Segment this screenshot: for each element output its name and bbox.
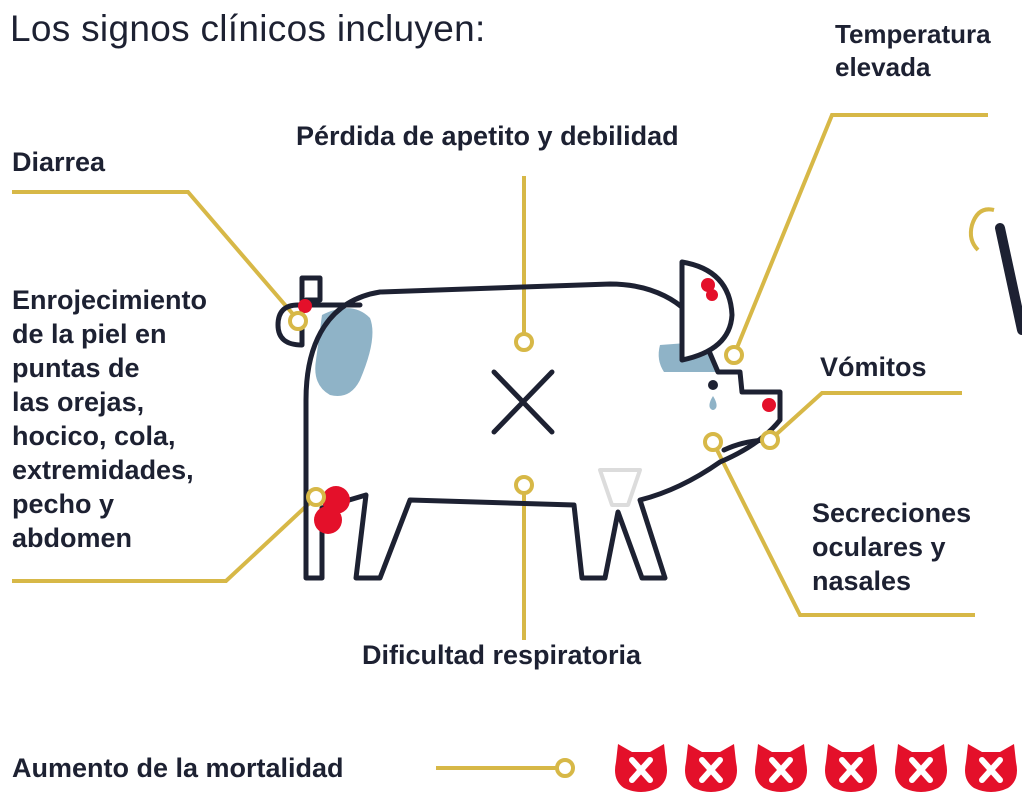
pig-eye: [708, 380, 718, 390]
skin-spot: [315, 308, 373, 396]
label-skin: Enrojecimiento de la piel en puntas de l…: [12, 285, 208, 553]
dead-pig-icon: [685, 744, 737, 792]
pin-breathing: [514, 475, 534, 495]
pin-appetite: [514, 332, 534, 352]
leader-line-diarrhea: [12, 190, 300, 322]
pin-secretions: [703, 432, 723, 452]
label-mortality: Aumento de la mortalidad: [12, 753, 344, 783]
lesions: [298, 278, 776, 534]
pin-vomiting: [760, 430, 780, 450]
x-mark-icon: [491, 369, 555, 435]
tear-drop-icon: [709, 396, 717, 410]
label-fever: Temperatura elevada: [835, 19, 991, 82]
label-appetite: Pérdida de apetito y debilidad: [296, 121, 679, 151]
thermometer-icon: [995, 223, 1022, 335]
snout-lesion: [762, 398, 776, 412]
pin-fever: [724, 345, 744, 365]
dead-pig-icon: [615, 744, 667, 792]
dead-pig-icon: [825, 744, 877, 792]
pig-figure: [275, 259, 783, 581]
label-secretions: Secreciones oculares y nasales: [812, 498, 972, 596]
label-vomiting: Vómitos: [820, 352, 927, 382]
page-title: Los signos clínicos incluyen:: [10, 8, 486, 49]
dead-pig-icon: [965, 744, 1017, 792]
ghost-leg: [598, 468, 642, 507]
leader-line-skin: [12, 495, 318, 583]
pin-diarrhea: [288, 311, 308, 331]
pin-markers: [288, 311, 780, 778]
ear-lesion: [701, 278, 715, 292]
pig-tail: [275, 275, 363, 348]
pin-skin: [306, 487, 326, 507]
dead-pig-icon: [755, 744, 807, 792]
pig-ear: [679, 259, 735, 363]
tail-lesion: [298, 299, 312, 313]
pin-mortality: [555, 758, 575, 778]
leader-line-fever: [732, 113, 988, 356]
label-diarrhea: Diarrea: [12, 147, 106, 177]
leader-line-secretions: [711, 441, 975, 617]
mortality-icon-row: [612, 740, 1020, 794]
dead-pig-icon: [895, 744, 947, 792]
leader-line-vomiting: [768, 391, 962, 442]
label-breathing: Dificultad respiratoria: [362, 640, 642, 670]
thermometer-handle: [968, 207, 995, 252]
leader-lines: [12, 113, 988, 770]
